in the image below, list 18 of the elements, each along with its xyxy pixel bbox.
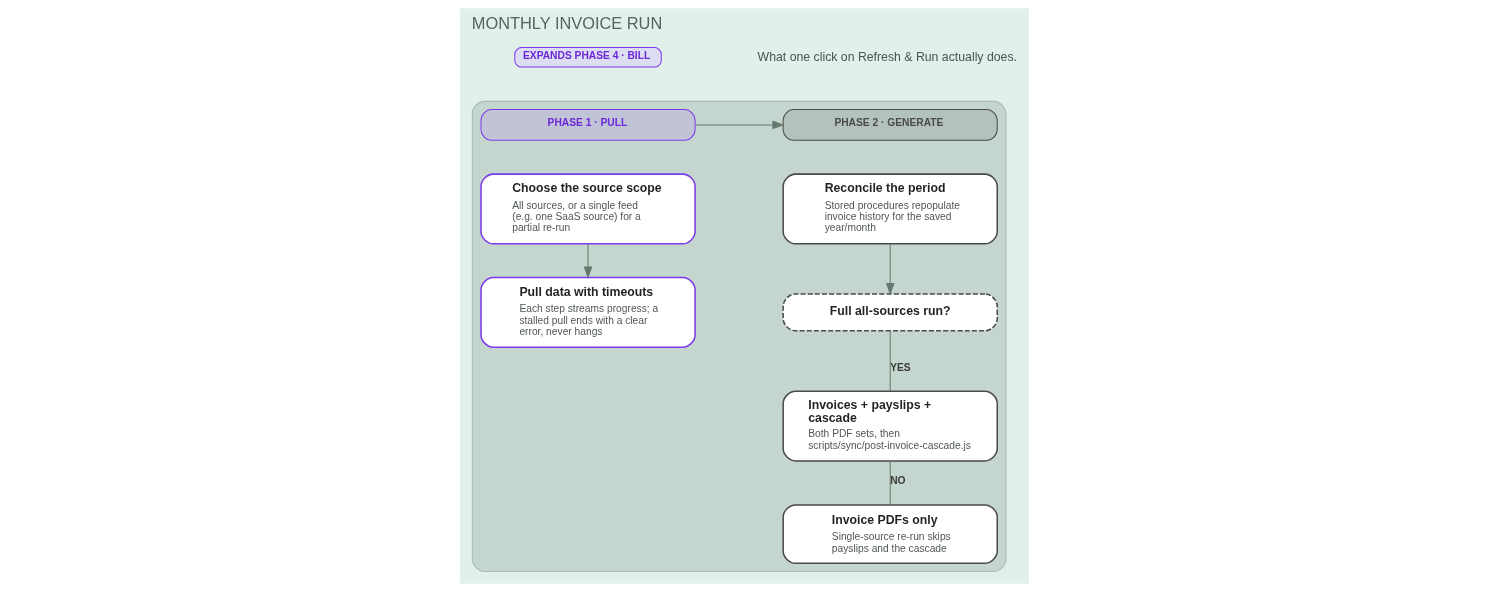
node-box: Choose the source scope All sources, or a single feed (e.g. one SaaS source) for a partial re-run [479,173,696,245]
node-box: Invoice PDFs only Single-source re-run skips payslips and the cascade [781,504,998,565]
label: EXPANDS PHASE 4 · BILL [522,49,650,61]
cluster [471,100,1006,573]
node-box: Reconcile the period Stored procedures repopulate invoice history for the saved year/month [781,173,998,245]
node-box: PHASE 2 · GENERATE [782,109,998,141]
arrow [694,120,785,130]
edge-label: YES [889,361,911,373]
edge-label: NO [889,475,906,487]
label: What one click on Refresh & Run actually does. [757,49,1017,64]
node-box: Pull data with timeouts Each step streams progress; a stalled pull ends with a clear error, never hangs [479,276,696,348]
diagram-title: MONTHLY INVOICE RUN [471,14,662,33]
node-box: Invoices + payslips + cascade Both PDF sets, then scripts/sync/post-invoice-cascade.js [781,390,998,462]
node-box: Full all-sources run? [781,293,998,332]
node-box: PHASE 1 · PULL [480,109,696,141]
connector [889,330,891,392]
arrow [583,243,592,279]
arrow [885,243,894,296]
